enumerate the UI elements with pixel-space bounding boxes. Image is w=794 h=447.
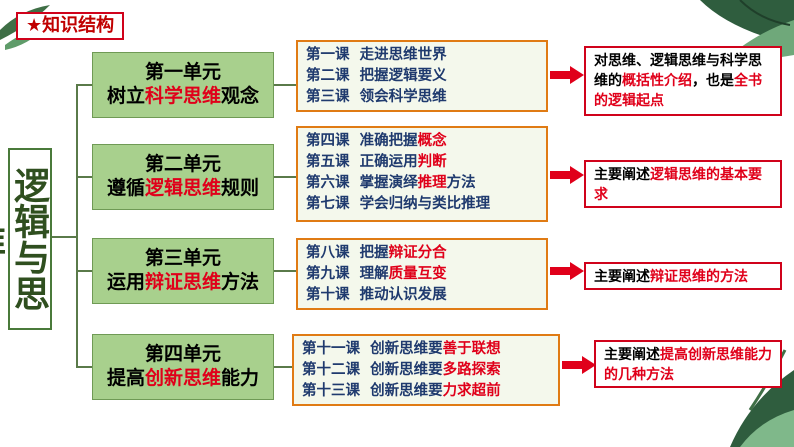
lesson-list-2: 第四课 准确把握概念 第五课 正确运用判断 第六课 掌握演绎推理方法 第七课 学… (296, 126, 548, 222)
lesson-item: 第一课 走进思维世界 (306, 47, 447, 63)
lesson-list-3: 第八课 把握辩证分合 第九课 理解质量互变 第十课 推动认识发展 (296, 238, 548, 310)
lesson-item: 第十二课 创新思维要多路探索 (302, 362, 501, 378)
unit-subtitle: 树立科学思维观念 (106, 85, 260, 107)
tree-branch-4 (76, 366, 92, 368)
lesson-list-4: 第十一课 创新思维要善于联想 第十二课 创新思维要多路探索 第十三课 创新思维要… (292, 334, 560, 406)
tree-branch-2 (76, 176, 92, 178)
section-title-tag: ★知识结构 (16, 12, 125, 40)
summary-note-3: 主要阐述辩证思维的方法 (584, 262, 782, 290)
main-topic-title: 逻辑与思维 (0, 148, 52, 330)
unit-title: 第三单元 (144, 247, 221, 269)
lesson-item: 第二课 把握逻辑要义 (306, 68, 447, 84)
unit-title: 第四单元 (144, 343, 221, 365)
lesson-item: 第七课 学会归纳与类比推理 (306, 196, 491, 212)
unit-subtitle: 遵循逻辑思维规则 (106, 177, 260, 199)
unit-lesson-connector-1 (274, 84, 296, 86)
unit-lesson-connector-3 (274, 270, 296, 272)
tree-vertical-line (76, 84, 78, 368)
unit-lesson-connector-4 (274, 366, 296, 368)
lesson-item: 第十课 推动认识发展 (306, 287, 447, 303)
arrow-right-icon (550, 262, 584, 280)
summary-note-4: 主要阐述提高创新思维能力的几种方法 (594, 340, 782, 388)
lesson-item: 第十三课 创新思维要力求超前 (302, 383, 501, 399)
unit-lesson-connector-2 (274, 176, 296, 178)
summary-note-1: 对思维、逻辑思维与科学思维的概括性介绍，也是全书的逻辑起点 (584, 46, 782, 116)
lesson-item: 第十一课 创新思维要善于联想 (302, 341, 501, 357)
unit-box-3: 第三单元 运用辩证思维方法 (92, 238, 274, 304)
unit-subtitle: 运用辩证思维方法 (106, 271, 260, 293)
unit-title: 第一单元 (144, 61, 221, 83)
unit-box-1: 第一单元 树立科学思维观念 (92, 52, 274, 118)
unit-box-2: 第二单元 遵循逻辑思维规则 (92, 144, 274, 210)
unit-title: 第二单元 (144, 153, 221, 175)
arrow-right-icon (550, 66, 584, 84)
lesson-list-1: 第一课 走进思维世界 第二课 把握逻辑要义 第三课 领会科学思维 (296, 40, 548, 112)
arrow-right-icon (562, 356, 596, 374)
tree-branch-1 (76, 84, 92, 86)
arrow-right-icon (550, 166, 584, 184)
lesson-item: 第四课 准确把握概念 (306, 133, 447, 149)
lesson-item: 第九课 理解质量互变 (306, 266, 447, 282)
unit-subtitle: 提高创新思维能力 (106, 367, 260, 389)
summary-note-2: 主要阐述逻辑思维的基本要求 (584, 160, 782, 208)
tree-branch-3 (76, 270, 92, 272)
lesson-item: 第五课 正确运用判断 (306, 154, 447, 170)
lesson-item: 第六课 掌握演绎推理方法 (306, 175, 476, 191)
lesson-item: 第八课 把握辩证分合 (306, 245, 447, 261)
lesson-item: 第三课 领会科学思维 (306, 89, 447, 105)
tree-trunk-line (52, 236, 76, 238)
unit-box-4: 第四单元 提高创新思维能力 (92, 334, 274, 400)
